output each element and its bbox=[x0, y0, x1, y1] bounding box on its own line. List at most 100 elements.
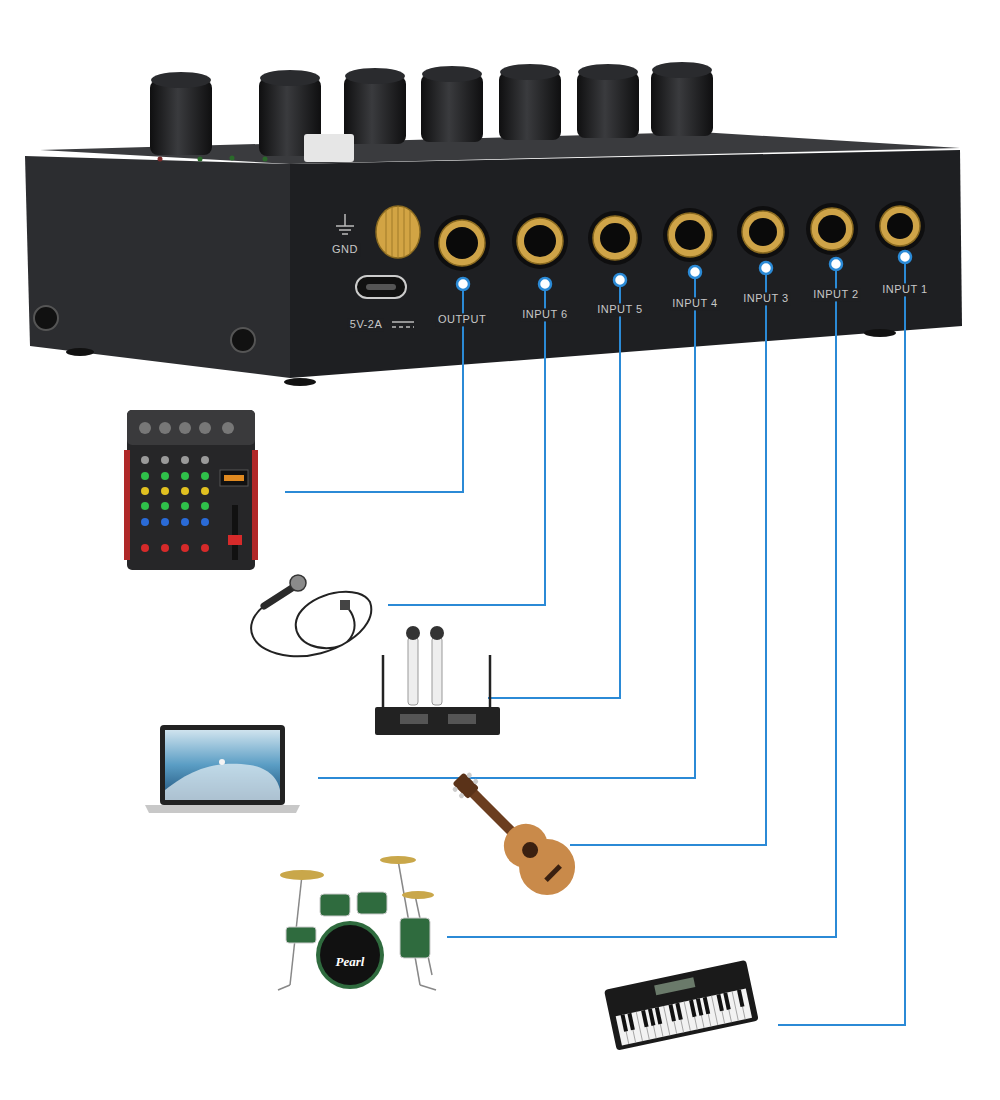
jack bbox=[517, 218, 563, 264]
jack bbox=[742, 211, 784, 253]
dc-symbol bbox=[392, 322, 414, 327]
foot bbox=[66, 348, 94, 356]
leader-dot bbox=[457, 278, 469, 290]
ground-label: GND bbox=[330, 243, 360, 256]
jack bbox=[439, 220, 485, 266]
tuning-peg bbox=[472, 778, 479, 785]
wireless-mic bbox=[432, 637, 442, 705]
usb-c-tongue bbox=[366, 284, 396, 290]
receiver-display bbox=[448, 714, 476, 724]
keyboard-icon bbox=[604, 960, 759, 1051]
console-top bbox=[127, 410, 255, 445]
antenna bbox=[382, 655, 385, 708]
wireless-mic bbox=[408, 637, 418, 705]
knob-top bbox=[345, 68, 405, 84]
console-fader-track bbox=[232, 505, 238, 560]
jack bbox=[811, 208, 853, 250]
knobs bbox=[150, 62, 713, 162]
housing-side bbox=[25, 156, 290, 378]
microphone-icon bbox=[251, 575, 371, 656]
jack-bezel bbox=[663, 208, 717, 262]
black-keys bbox=[621, 990, 745, 1032]
console-knob-row bbox=[141, 456, 209, 464]
port-label: INPUT 4 bbox=[670, 297, 719, 310]
mixer-console-icon bbox=[124, 410, 258, 570]
wireless-mic-head bbox=[430, 626, 444, 640]
jacks bbox=[434, 201, 925, 271]
laptop-screen bbox=[160, 725, 285, 805]
leader-line bbox=[388, 284, 545, 605]
usb-c-port bbox=[356, 276, 406, 298]
foot bbox=[284, 378, 316, 386]
jack-bezel bbox=[875, 201, 925, 251]
leader-line bbox=[488, 280, 620, 698]
key-lines bbox=[623, 990, 746, 1044]
console-display bbox=[220, 470, 248, 486]
antenna bbox=[489, 655, 492, 708]
console-knob-row bbox=[141, 544, 209, 552]
port-label: INPUT 6 bbox=[520, 308, 569, 321]
cymbal bbox=[380, 856, 416, 864]
laptop-wallpaper bbox=[165, 730, 280, 800]
knob bbox=[421, 74, 483, 142]
mixer-housing bbox=[25, 132, 962, 386]
drum-kit-icon bbox=[278, 856, 436, 990]
leader-line bbox=[570, 268, 766, 845]
wave bbox=[165, 764, 280, 800]
screw bbox=[34, 306, 58, 330]
power-button bbox=[304, 134, 354, 162]
console-body bbox=[127, 410, 255, 570]
leader-dots bbox=[457, 251, 911, 290]
knob-top bbox=[260, 70, 320, 86]
receiver-display bbox=[400, 714, 428, 724]
led bbox=[198, 157, 203, 162]
tuning-peg bbox=[452, 786, 459, 793]
console-knob-row bbox=[141, 502, 209, 510]
ukulele-body bbox=[507, 827, 586, 906]
front-panel bbox=[336, 206, 420, 327]
receiver-body bbox=[375, 707, 500, 735]
sound-hole bbox=[519, 839, 542, 862]
ground-symbol bbox=[336, 214, 354, 234]
jack-bezel bbox=[512, 213, 568, 269]
keyboard-display bbox=[654, 977, 695, 995]
leader-dot bbox=[760, 262, 772, 274]
jack-hole bbox=[749, 218, 777, 246]
drum-stands bbox=[278, 860, 436, 990]
knob-grip bbox=[386, 206, 410, 258]
mic-handle bbox=[264, 588, 292, 606]
led bbox=[158, 157, 163, 162]
leader-line bbox=[318, 272, 695, 778]
jack-bezel bbox=[806, 203, 858, 255]
tuning-peg bbox=[466, 772, 473, 779]
console-side bbox=[124, 450, 130, 560]
knob bbox=[344, 76, 406, 144]
housing-front bbox=[290, 150, 962, 378]
console-knob-row bbox=[141, 518, 209, 526]
console-side bbox=[252, 450, 258, 560]
tom-drum bbox=[320, 894, 350, 916]
jack-hole bbox=[600, 223, 630, 253]
mic-head bbox=[290, 575, 306, 591]
knob-top bbox=[422, 66, 482, 82]
leader-line bbox=[447, 264, 836, 937]
tom-drum bbox=[357, 892, 387, 914]
white-keys bbox=[616, 988, 752, 1045]
knob bbox=[577, 72, 639, 138]
logo-mark bbox=[219, 759, 225, 765]
snare-drum bbox=[286, 927, 316, 943]
ukulele-bridge bbox=[544, 864, 562, 882]
led bbox=[263, 157, 268, 162]
jack-hole bbox=[524, 225, 556, 257]
jack-hole bbox=[887, 213, 913, 239]
knob-top bbox=[151, 72, 211, 88]
knob-top bbox=[652, 62, 712, 78]
leader-dot bbox=[830, 258, 842, 270]
ukulele-icon bbox=[438, 758, 586, 906]
bass-drum-shell bbox=[316, 921, 384, 989]
brand-logo: Pearl bbox=[336, 954, 365, 970]
wireless-mic-icon bbox=[375, 626, 500, 735]
console-fader bbox=[228, 535, 242, 545]
cymbal bbox=[402, 891, 434, 899]
